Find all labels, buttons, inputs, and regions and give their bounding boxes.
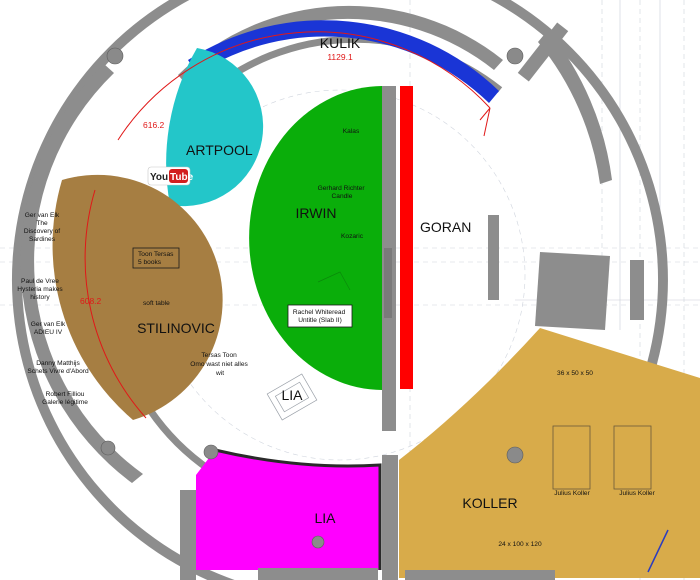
corridor-item-line: Ger van Elk (31, 321, 66, 328)
toon-tersas-box (132, 247, 180, 269)
central-wall-inner (384, 248, 392, 318)
stilinovic-item-soft-table: soft table (143, 300, 170, 307)
koller-plinth-1 (552, 425, 591, 490)
koller-item-julius-2: Julius Koller (619, 490, 655, 497)
koller-item-dims-top: 36 x 50 x 50 (557, 370, 593, 377)
bottom-wall-mid (382, 455, 398, 580)
stilinovic-label: STILINOVIC (137, 320, 215, 336)
corridor-item-line: ADIEU IV (34, 329, 63, 336)
koller-label: KOLLER (462, 495, 517, 511)
lia-box-wall (214, 448, 382, 570)
irwin-label: IRWIN (296, 205, 337, 221)
koller-diagonal-line (647, 529, 669, 573)
kulik-zone (188, 20, 499, 103)
irwin-item-whiteread: Rachel Whiteread Untitle (Slab II) (293, 309, 347, 324)
right-ring-pier (517, 22, 569, 82)
irwin-item-kozaric: Kozaric (341, 233, 364, 240)
dimension-lines (84, 31, 491, 419)
corridor-item-line: Hysteria makes (17, 286, 63, 293)
lia-box-label: LIA (314, 510, 336, 526)
corridor-item-line: history (30, 294, 50, 301)
corridor-item-line: Danny Matthijs (36, 360, 80, 367)
stilinovic-item-tersas: Tersas Toon Omo wast niet alles wit (190, 352, 249, 377)
outer-ring-pier (630, 260, 644, 320)
koller-item-julius-1: Julius Koller (554, 490, 590, 497)
koller-plinth-2 (613, 425, 652, 490)
kulik-label: KULIK (320, 35, 361, 51)
irwin-inner-lines (317, 271, 351, 291)
stilinovic-item-toon-box: Toon Tersas 5 books (138, 251, 175, 266)
lia-center-label: LIA (281, 387, 303, 403)
koller-item-dims-bottom: 24 x 100 x 120 (498, 541, 542, 548)
lia-zone (196, 450, 380, 570)
artpool-dimension: 616.2 (143, 120, 165, 130)
goran-label: GORAN (420, 219, 471, 235)
inner-circle-wall-lower (147, 408, 212, 473)
bottom-wall-left (180, 490, 196, 580)
corridor-item-line: Galerie légitime (42, 399, 88, 406)
artpool-label: ARTPOOL (186, 142, 253, 158)
whiteread-box (287, 304, 353, 328)
corridor-item-line: Schets Vivre d'Abord (27, 368, 89, 375)
bottom-wall-right (405, 570, 555, 580)
youtube-logo-you: You (150, 172, 168, 183)
goran-pier (488, 215, 499, 300)
corridor-item-line: Paul de Vree (21, 278, 59, 285)
youtube-logo[interactable]: You Tube (147, 166, 194, 186)
goran-bar (400, 86, 413, 389)
irwin-item-kalas: Kalas (343, 128, 360, 135)
artpool-zone (166, 48, 264, 207)
irwin-item-richter: Gerhard Richter Candle (318, 185, 367, 200)
kulik-dimension: 1129.1 (327, 52, 353, 62)
stilinovic-dimension: 608.2 (80, 296, 102, 306)
corridor-item-line: Robert Filliou (46, 391, 85, 398)
inner-ring-top-wall (178, 5, 503, 84)
right-ring-wall (538, 30, 612, 184)
column-piers (100, 47, 524, 549)
corridor-item-line: Ger van Elk (25, 212, 60, 219)
youtube-logo-tube: Tube (170, 172, 194, 183)
lia-table (266, 373, 318, 421)
corridor-item-line: The (36, 220, 48, 227)
corridor-item-line: Sardines (29, 236, 56, 243)
bottom-wall-horizontal (258, 568, 378, 580)
stilinovic-zone (52, 174, 223, 420)
koller-zone (399, 328, 700, 578)
second-ring-wall (20, 64, 143, 483)
corridor-item-line: Discovery of (24, 228, 60, 235)
right-block-wall (535, 252, 610, 330)
